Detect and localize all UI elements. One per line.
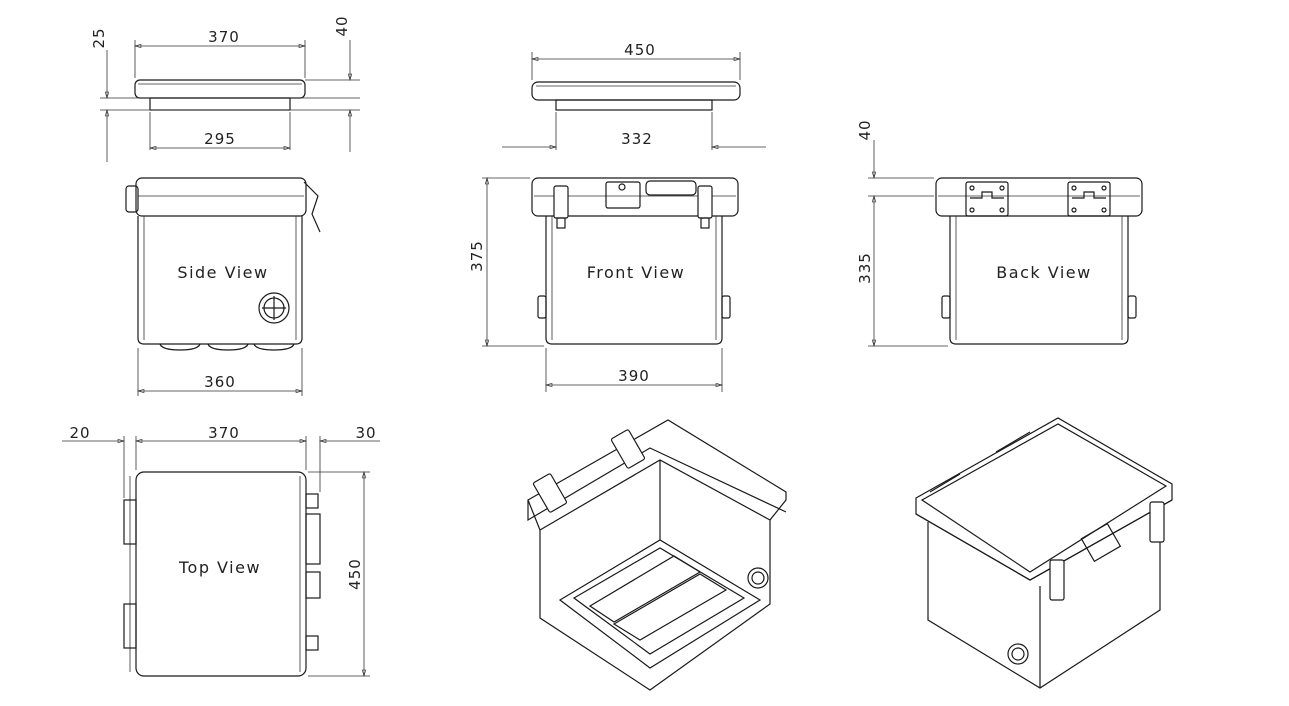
dim-top-width: 370 [208, 424, 240, 442]
dim-top-left-offset: 20 [69, 424, 90, 442]
dim-back-lid-height: 40 [856, 119, 874, 140]
top-view-label: Top View [178, 558, 261, 577]
dim-side-base-width: 360 [204, 373, 236, 391]
dim-front-lid-insert: 332 [621, 130, 653, 148]
back-view-label: Back View [996, 263, 1091, 282]
front-view-drawing [482, 177, 739, 392]
dim-side-lid-width: 370 [208, 28, 240, 46]
side-view-label: Side View [177, 263, 268, 282]
dim-top-right-offset: 30 [355, 424, 376, 442]
back-view-drawing [868, 140, 1143, 347]
isometric-top-view [915, 417, 1173, 689]
dim-side-lid-height: 40 [333, 15, 351, 36]
dim-front-height: 375 [468, 240, 486, 272]
isometric-bottom-view [527, 419, 787, 691]
dim-front-base-width: 390 [618, 367, 650, 385]
top-view-drawing [62, 436, 380, 677]
front-lid-drawing [502, 52, 766, 150]
dim-back-body-height: 335 [856, 252, 874, 284]
front-view-label: Front View [587, 263, 686, 282]
dim-front-lid-width: 450 [624, 41, 656, 59]
dim-side-lid-insert: 295 [204, 130, 236, 148]
dim-top-depth: 450 [346, 558, 364, 590]
dim-side-lid-thickness: 25 [90, 27, 108, 48]
side-lid-drawing [100, 40, 360, 162]
side-view-drawing [125, 177, 321, 396]
